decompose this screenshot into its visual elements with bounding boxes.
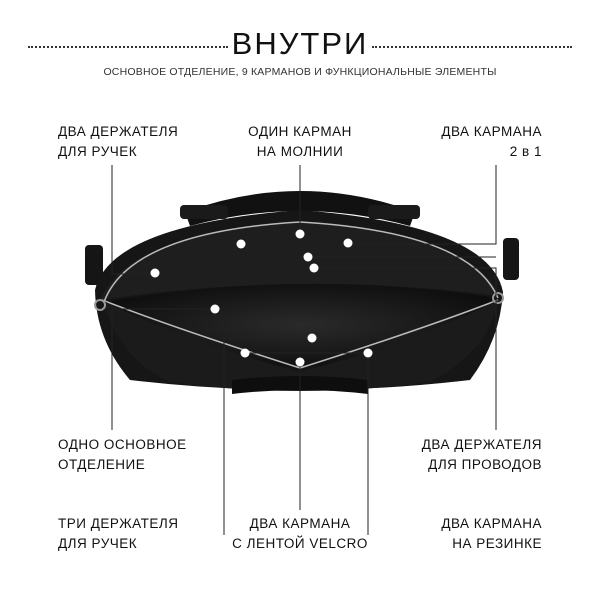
page-subtitle: ОСНОВНОЕ ОТДЕЛЕНИЕ, 9 КАРМАНОВ И ФУНКЦИО…	[103, 66, 497, 78]
dotted-divider-right	[372, 46, 572, 48]
page-title: ВНУТРИ	[231, 26, 369, 61]
callout-dots	[150, 229, 373, 367]
bag-image	[85, 191, 519, 394]
dotted-divider-left	[28, 46, 228, 48]
